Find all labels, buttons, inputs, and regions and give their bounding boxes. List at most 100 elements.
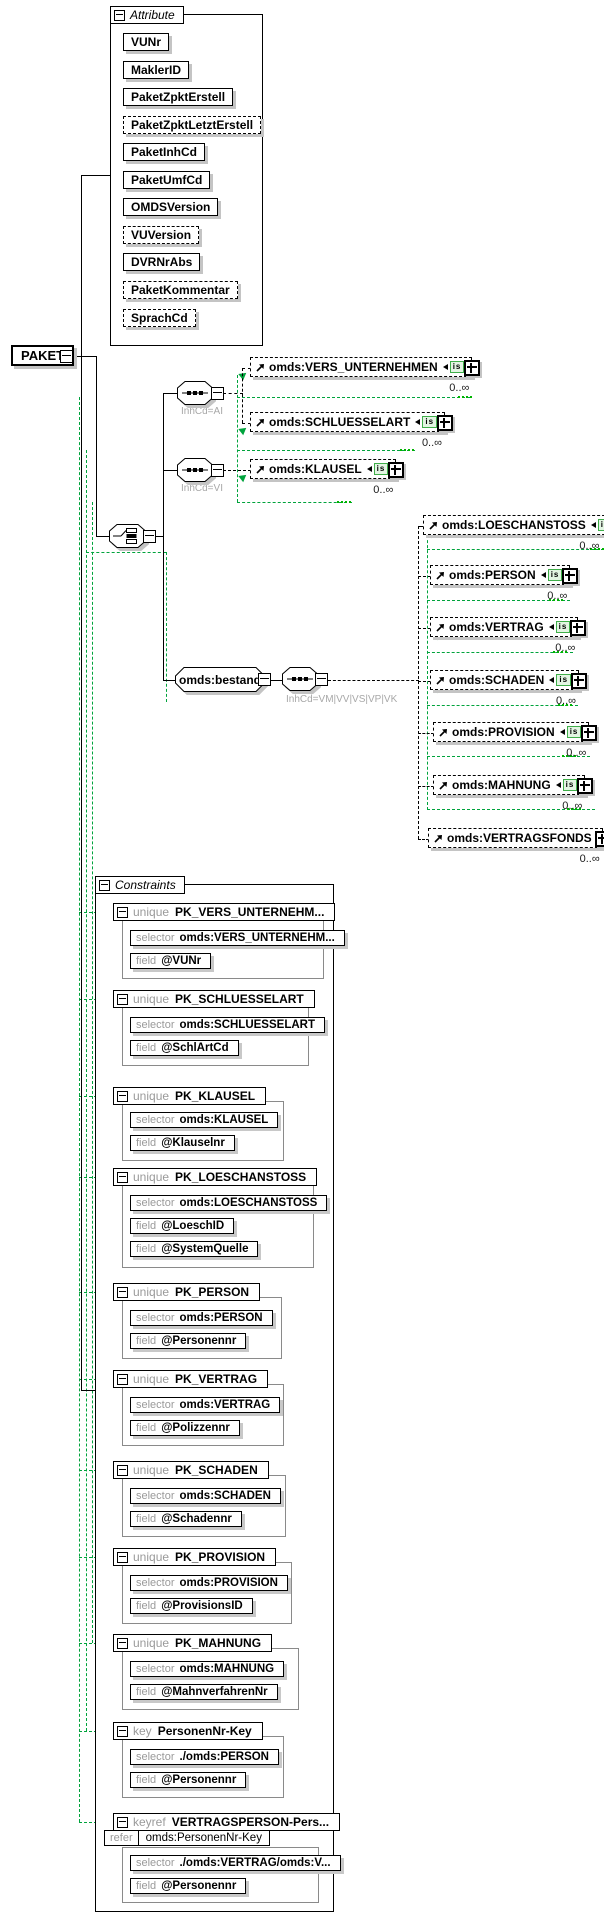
constraint-field[interactable]: field@MahnverfahrenNr (130, 1684, 278, 1700)
constraint-field[interactable]: field@Personennr (130, 1878, 247, 1894)
constraint-refer[interactable]: refer omds:PersonenNr-Key (104, 1830, 270, 1846)
collapse-icon[interactable] (60, 350, 73, 363)
element-paket[interactable]: PAKET (11, 345, 75, 366)
collapse-icon[interactable] (117, 1286, 128, 1298)
constraint-field[interactable]: field@LoeschID (130, 1218, 235, 1234)
attribute-paketumfcd[interactable]: PaketUmfCd (123, 171, 211, 189)
collapse-icon[interactable] (117, 993, 128, 1005)
identity-constraint-badge: is (422, 416, 438, 428)
collapse-icon[interactable] (315, 673, 328, 686)
collapse-icon[interactable] (117, 1816, 128, 1828)
constraint-field[interactable]: field@Klauselnr (130, 1135, 235, 1151)
expand-icon[interactable] (571, 673, 588, 689)
constraint-unique[interactable]: unique PK_VERS_UNTERNEHM... (113, 903, 336, 921)
sequence-condition-label: InhCd=VI (181, 483, 223, 494)
collapse-icon[interactable] (143, 530, 156, 543)
constraint-selector[interactable]: selector./omds:VERTRAG/omds:V... (130, 1855, 341, 1871)
expand-icon[interactable] (594, 831, 604, 847)
element-klausel[interactable]: omds:KLAUSEL is 0..∞ (250, 459, 405, 496)
collapse-icon[interactable] (117, 1171, 128, 1183)
sequence-icon[interactable] (177, 381, 213, 405)
collapse-icon[interactable] (114, 9, 125, 21)
constraint-unique[interactable]: unique PK_LOESCHANSTOSS (113, 1168, 318, 1186)
constraint-unique[interactable]: unique PK_PERSON (113, 1283, 261, 1301)
element-bestand[interactable]: omds:bestand (175, 667, 265, 692)
constraint-unique[interactable]: unique PK_PROVISION (113, 1548, 277, 1566)
green-dots (400, 449, 414, 451)
element-person[interactable]: omds:PERSON is 0..∞ (430, 565, 579, 602)
constraint-selector[interactable]: selector./omds:PERSON (130, 1749, 279, 1765)
constraint-field[interactable]: field@Personennr (130, 1772, 247, 1788)
collapse-icon[interactable] (117, 1637, 128, 1649)
constraint-unique[interactable]: unique PK_SCHADEN (113, 1461, 269, 1479)
constraint-link-line (237, 375, 238, 502)
connector (71, 356, 97, 357)
attribute-paketzpkterstell[interactable]: PaketZpktErstell (123, 88, 234, 106)
constraint-field[interactable]: field@Polizzennr (130, 1420, 240, 1436)
element-mahnung[interactable]: omds:MAHNUNG is 0..∞ (433, 775, 594, 812)
sequence-icon[interactable] (177, 458, 213, 482)
collapse-icon[interactable] (117, 1464, 128, 1476)
sequence-icon[interactable] (282, 667, 318, 691)
attribute-paketzpktletzterstell[interactable]: PaketZpktLetztErstell (123, 116, 262, 134)
constraints-header: Constraints (95, 876, 185, 894)
constraint-link-line (237, 502, 352, 503)
element-schluesselart[interactable]: omds:SCHLUESSELART is 0..∞ (250, 412, 454, 449)
constraint-field[interactable]: field@Schadennr (130, 1511, 242, 1527)
element-loeschanstoss[interactable]: omds:LOESCHANSTOSS is 0..∞ (423, 515, 604, 552)
attribute-vuversion[interactable]: VUVersion (123, 226, 200, 244)
attribute-vunr[interactable]: VUNr (123, 33, 170, 51)
green-dots (558, 704, 572, 706)
element-schaden[interactable]: omds:SCHADEN is 0..∞ (430, 670, 588, 707)
element-vertrag[interactable]: omds:VERTRAG is 0..∞ (430, 617, 587, 654)
expand-icon[interactable] (464, 360, 481, 376)
element-vers-unternehmen[interactable]: omds:VERS_UNTERNEHMEN is 0..∞ (250, 357, 481, 394)
expand-icon[interactable] (562, 568, 579, 584)
collapse-icon[interactable] (211, 387, 224, 400)
constraint-unique[interactable]: unique PK_SCHLUESSELART (113, 990, 315, 1008)
choice-icon[interactable] (109, 524, 146, 548)
collapse-icon[interactable] (117, 1725, 128, 1737)
expand-icon[interactable] (437, 415, 454, 431)
constraint-field[interactable]: field@Personennr (130, 1333, 247, 1349)
collapse-icon[interactable] (117, 906, 128, 918)
collapse-icon[interactable] (117, 1551, 128, 1563)
collapse-icon[interactable] (117, 1090, 128, 1102)
collapse-icon[interactable] (258, 673, 271, 686)
expand-icon[interactable] (577, 778, 594, 794)
attribute-maklerid[interactable]: MaklerID (123, 61, 190, 79)
attribute-paketinhcd[interactable]: PaketInhCd (123, 143, 206, 161)
constraint-unique[interactable]: unique PK_VERTRAG (113, 1370, 269, 1388)
constraint-key[interactable]: key PersonenNr-Key (113, 1722, 263, 1740)
reference-arrow-icon (429, 521, 437, 530)
element-provision[interactable]: omds:PROVISION is 0..∞ (433, 722, 598, 759)
constraint-field[interactable]: field@SchlArtCd (130, 1040, 239, 1056)
constraint-link-line (427, 530, 428, 810)
constraint-keyref[interactable]: keyref VERTRAGSPERSON-Pers... (113, 1813, 341, 1831)
collapse-icon[interactable] (211, 464, 224, 477)
constraint-field[interactable]: field@ProvisionsID (130, 1598, 253, 1614)
collapse-icon[interactable] (117, 1373, 128, 1385)
attribute-paketkommentar[interactable]: PaketKommentar (123, 281, 238, 299)
expand-icon[interactable] (570, 620, 587, 636)
attribute-sprachcd[interactable]: SprachCd (123, 309, 196, 327)
attribute-dvrnrabs[interactable]: DVRNrAbs (123, 253, 201, 271)
attribute-omdsversion[interactable]: OMDSVersion (123, 198, 219, 216)
constraint-unique[interactable]: unique PK_MAHNUNG (113, 1634, 273, 1652)
collapse-icon[interactable] (99, 879, 110, 891)
constraint-field[interactable]: field@VUNr (130, 953, 212, 969)
expand-icon[interactable] (581, 725, 598, 741)
expand-icon[interactable] (388, 462, 405, 478)
constraint-field[interactable]: field@SystemQuelle (130, 1241, 259, 1257)
constraint-unique[interactable]: unique PK_KLAUSEL (113, 1087, 267, 1105)
element-vertragsfonds[interactable]: omds:VERTRAGSFONDS 0..∞ (428, 828, 604, 865)
